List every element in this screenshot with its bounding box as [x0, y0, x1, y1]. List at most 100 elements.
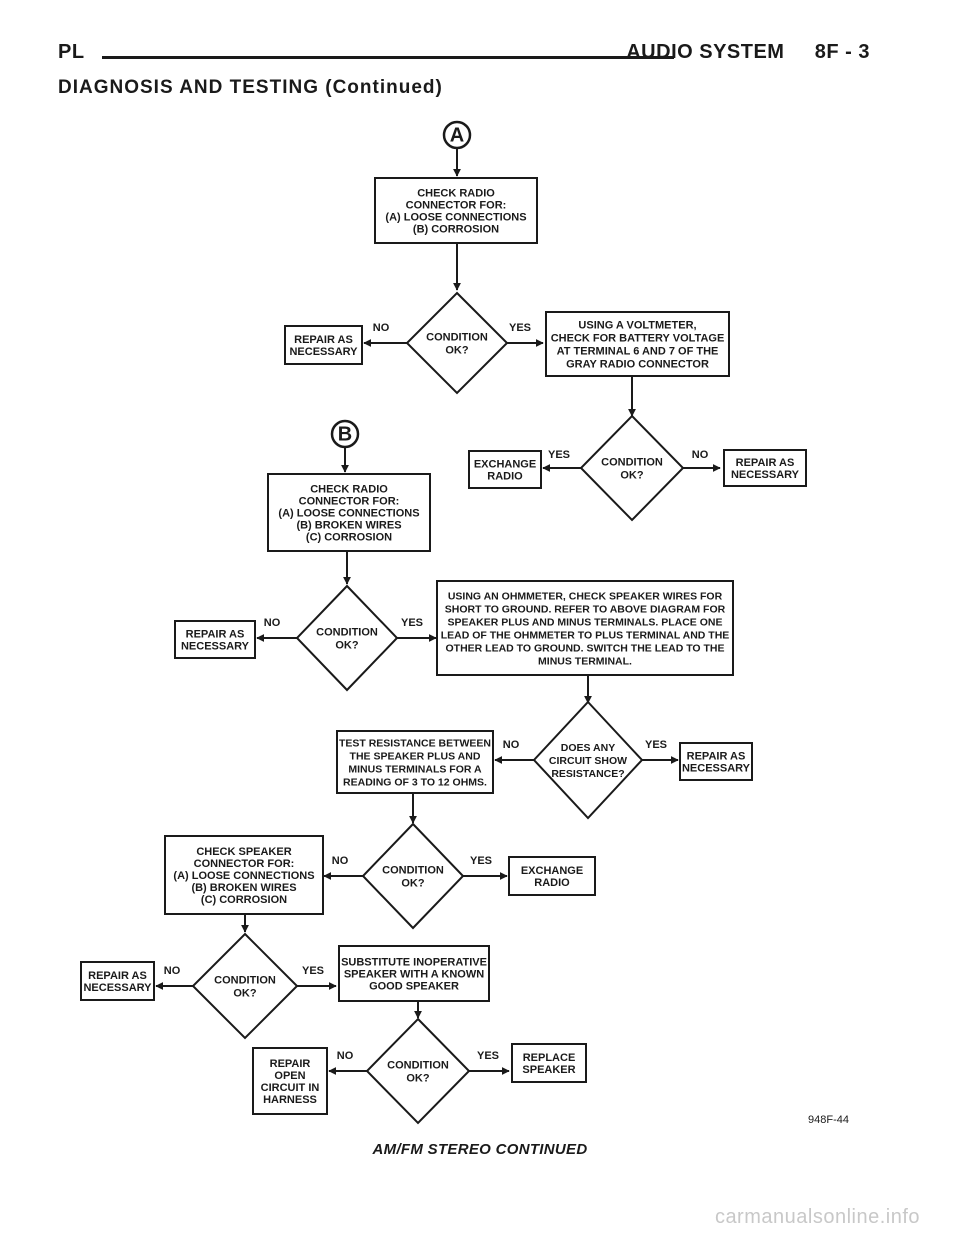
box-repair4-line: NECESSARY	[682, 762, 751, 774]
box-ohmmeter-line: MINUS TERMINAL.	[538, 655, 632, 667]
yes-label: YES	[645, 739, 667, 751]
watermark-text: carmanualsonline.info	[714, 1206, 920, 1228]
box-ohmmeter-line: USING AN OHMMETER, CHECK SPEAKER WIRES F…	[448, 590, 723, 602]
decision-b3-line: OK?	[401, 877, 425, 889]
decision-b1-line: OK?	[335, 639, 359, 651]
box-checkRadioA-line: (A) LOOSE CONNECTIONS	[385, 211, 526, 223]
connector-letter: B	[338, 423, 352, 445]
box-replaceSpeaker-line: REPLACE	[523, 1052, 576, 1064]
box-repair2-line: REPAIR AS	[736, 457, 795, 469]
decision-b2-line: RESISTANCE?	[551, 768, 624, 780]
box-testResistance-line: MINUS TERMINALS FOR A	[348, 763, 482, 775]
figure-id: 948F-44	[808, 1114, 849, 1126]
box-repairOpen-line: CIRCUIT IN	[261, 1082, 320, 1094]
box-checkRadioA-line: (B) CORROSION	[413, 223, 499, 235]
box-repair1-line: NECESSARY	[289, 346, 358, 358]
decision-a2-line: OK?	[620, 469, 644, 481]
box-checkRadioA-line: CHECK RADIO	[417, 187, 495, 199]
no-label: NO	[264, 617, 281, 629]
box-checkSpeaker-line: (C) CORROSION	[201, 894, 287, 906]
yes-label: YES	[302, 965, 324, 977]
no-label: NO	[503, 739, 520, 751]
box-checkRadioB-line: (C) CORROSION	[306, 531, 392, 543]
box-checkSpeaker-line: (B) BROKEN WIRES	[191, 882, 296, 894]
box-repair5-line: NECESSARY	[83, 982, 152, 994]
box-ohmmeter-line: OTHER LEAD TO GROUND. SWITCH THE LEAD TO…	[445, 642, 724, 654]
connector-a: A	[442, 120, 472, 150]
box-checkRadioB-line: (A) LOOSE CONNECTIONS	[278, 507, 419, 519]
decision-b4-line: OK?	[233, 987, 257, 999]
box-repair4-line: REPAIR AS	[687, 750, 746, 762]
box-checkRadioB-line: (B) BROKEN WIRES	[296, 519, 401, 531]
yes-label: YES	[470, 855, 492, 867]
box-ohmmeter-line: SPEAKER PLUS AND MINUS TERMINALS. PLACE …	[448, 616, 723, 628]
no-label: NO	[337, 1050, 354, 1062]
box-voltmeter: USING A VOLTMETER,CHECK FOR BATTERY VOLT…	[545, 311, 730, 377]
box-testResistance-line: THE SPEAKER PLUS AND	[350, 750, 481, 762]
decision-b4-line: CONDITION	[214, 974, 276, 986]
yes-label: YES	[401, 617, 423, 629]
box-testResistance-line: READING OF 3 TO 12 OHMS.	[343, 776, 487, 788]
decision-b3-line: CONDITION	[382, 864, 444, 876]
box-checkSpeaker-line: CHECK SPEAKER	[196, 846, 291, 858]
box-ohmmeter: USING AN OHMMETER, CHECK SPEAKER WIRES F…	[436, 580, 734, 676]
header-rule	[102, 56, 674, 59]
yes-label: YES	[509, 322, 531, 334]
box-repair3-line: NECESSARY	[181, 640, 250, 652]
box-checkRadioB-line: CONNECTOR FOR:	[299, 495, 400, 507]
box-repairOpen-line: HARNESS	[263, 1094, 317, 1106]
box-substitute-line: SUBSTITUTE INOPERATIVE	[341, 956, 487, 968]
box-testResistance-line: TEST RESISTANCE BETWEEN	[339, 737, 491, 749]
decision-a1-line: CONDITION	[426, 331, 488, 343]
box-ohmmeter-line: LEAD OF THE OHMMETER TO PLUS TERMINAL AN…	[441, 629, 730, 641]
decision-a2-line: CONDITION	[601, 456, 663, 468]
box-exchange2-line: EXCHANGE	[521, 865, 583, 877]
box-repairOpen-line: REPAIR	[270, 1058, 311, 1070]
box-voltmeter-line: GRAY RADIO CONNECTOR	[566, 358, 709, 370]
box-checkRadioA-line: CONNECTOR FOR:	[406, 199, 507, 211]
box-checkSpeaker-line: (A) LOOSE CONNECTIONS	[173, 870, 314, 882]
no-label: NO	[164, 965, 181, 977]
decision-b2-line: CIRCUIT SHOW	[549, 755, 627, 767]
box-repair5-line: REPAIR AS	[88, 970, 147, 982]
box-voltmeter-line: CHECK FOR BATTERY VOLTAGE	[551, 332, 725, 344]
box-exchange2-line: RADIO	[534, 877, 570, 889]
box-checkRadioB-line: CHECK RADIO	[310, 483, 388, 495]
section-title: DIAGNOSIS AND TESTING (Continued)	[58, 77, 443, 98]
decision-b2-line: DOES ANY	[561, 742, 615, 754]
connector-letter: A	[450, 124, 464, 146]
box-ohmmeter-line: SHORT TO GROUND. REFER TO ABOVE DIAGRAM …	[445, 603, 726, 615]
no-label: NO	[332, 855, 349, 867]
box-voltmeter-line: AT TERMINAL 6 AND 7 OF THE	[557, 345, 719, 357]
box-repairOpen-line: OPEN	[274, 1070, 305, 1082]
yes-label: YES	[548, 449, 570, 461]
box-exchange1-line: RADIO	[487, 470, 523, 482]
box-exchange1-line: EXCHANGE	[474, 458, 536, 470]
box-replaceSpeaker-line: SPEAKER	[522, 1064, 575, 1076]
header-right-title: AUDIO SYSTEM 8F - 3	[626, 41, 870, 63]
box-voltmeter-line: USING A VOLTMETER,	[578, 319, 696, 331]
box-checkSpeaker-line: CONNECTOR FOR:	[194, 858, 295, 870]
box-repair2-line: NECESSARY	[731, 469, 800, 481]
yes-label: YES	[477, 1050, 499, 1062]
